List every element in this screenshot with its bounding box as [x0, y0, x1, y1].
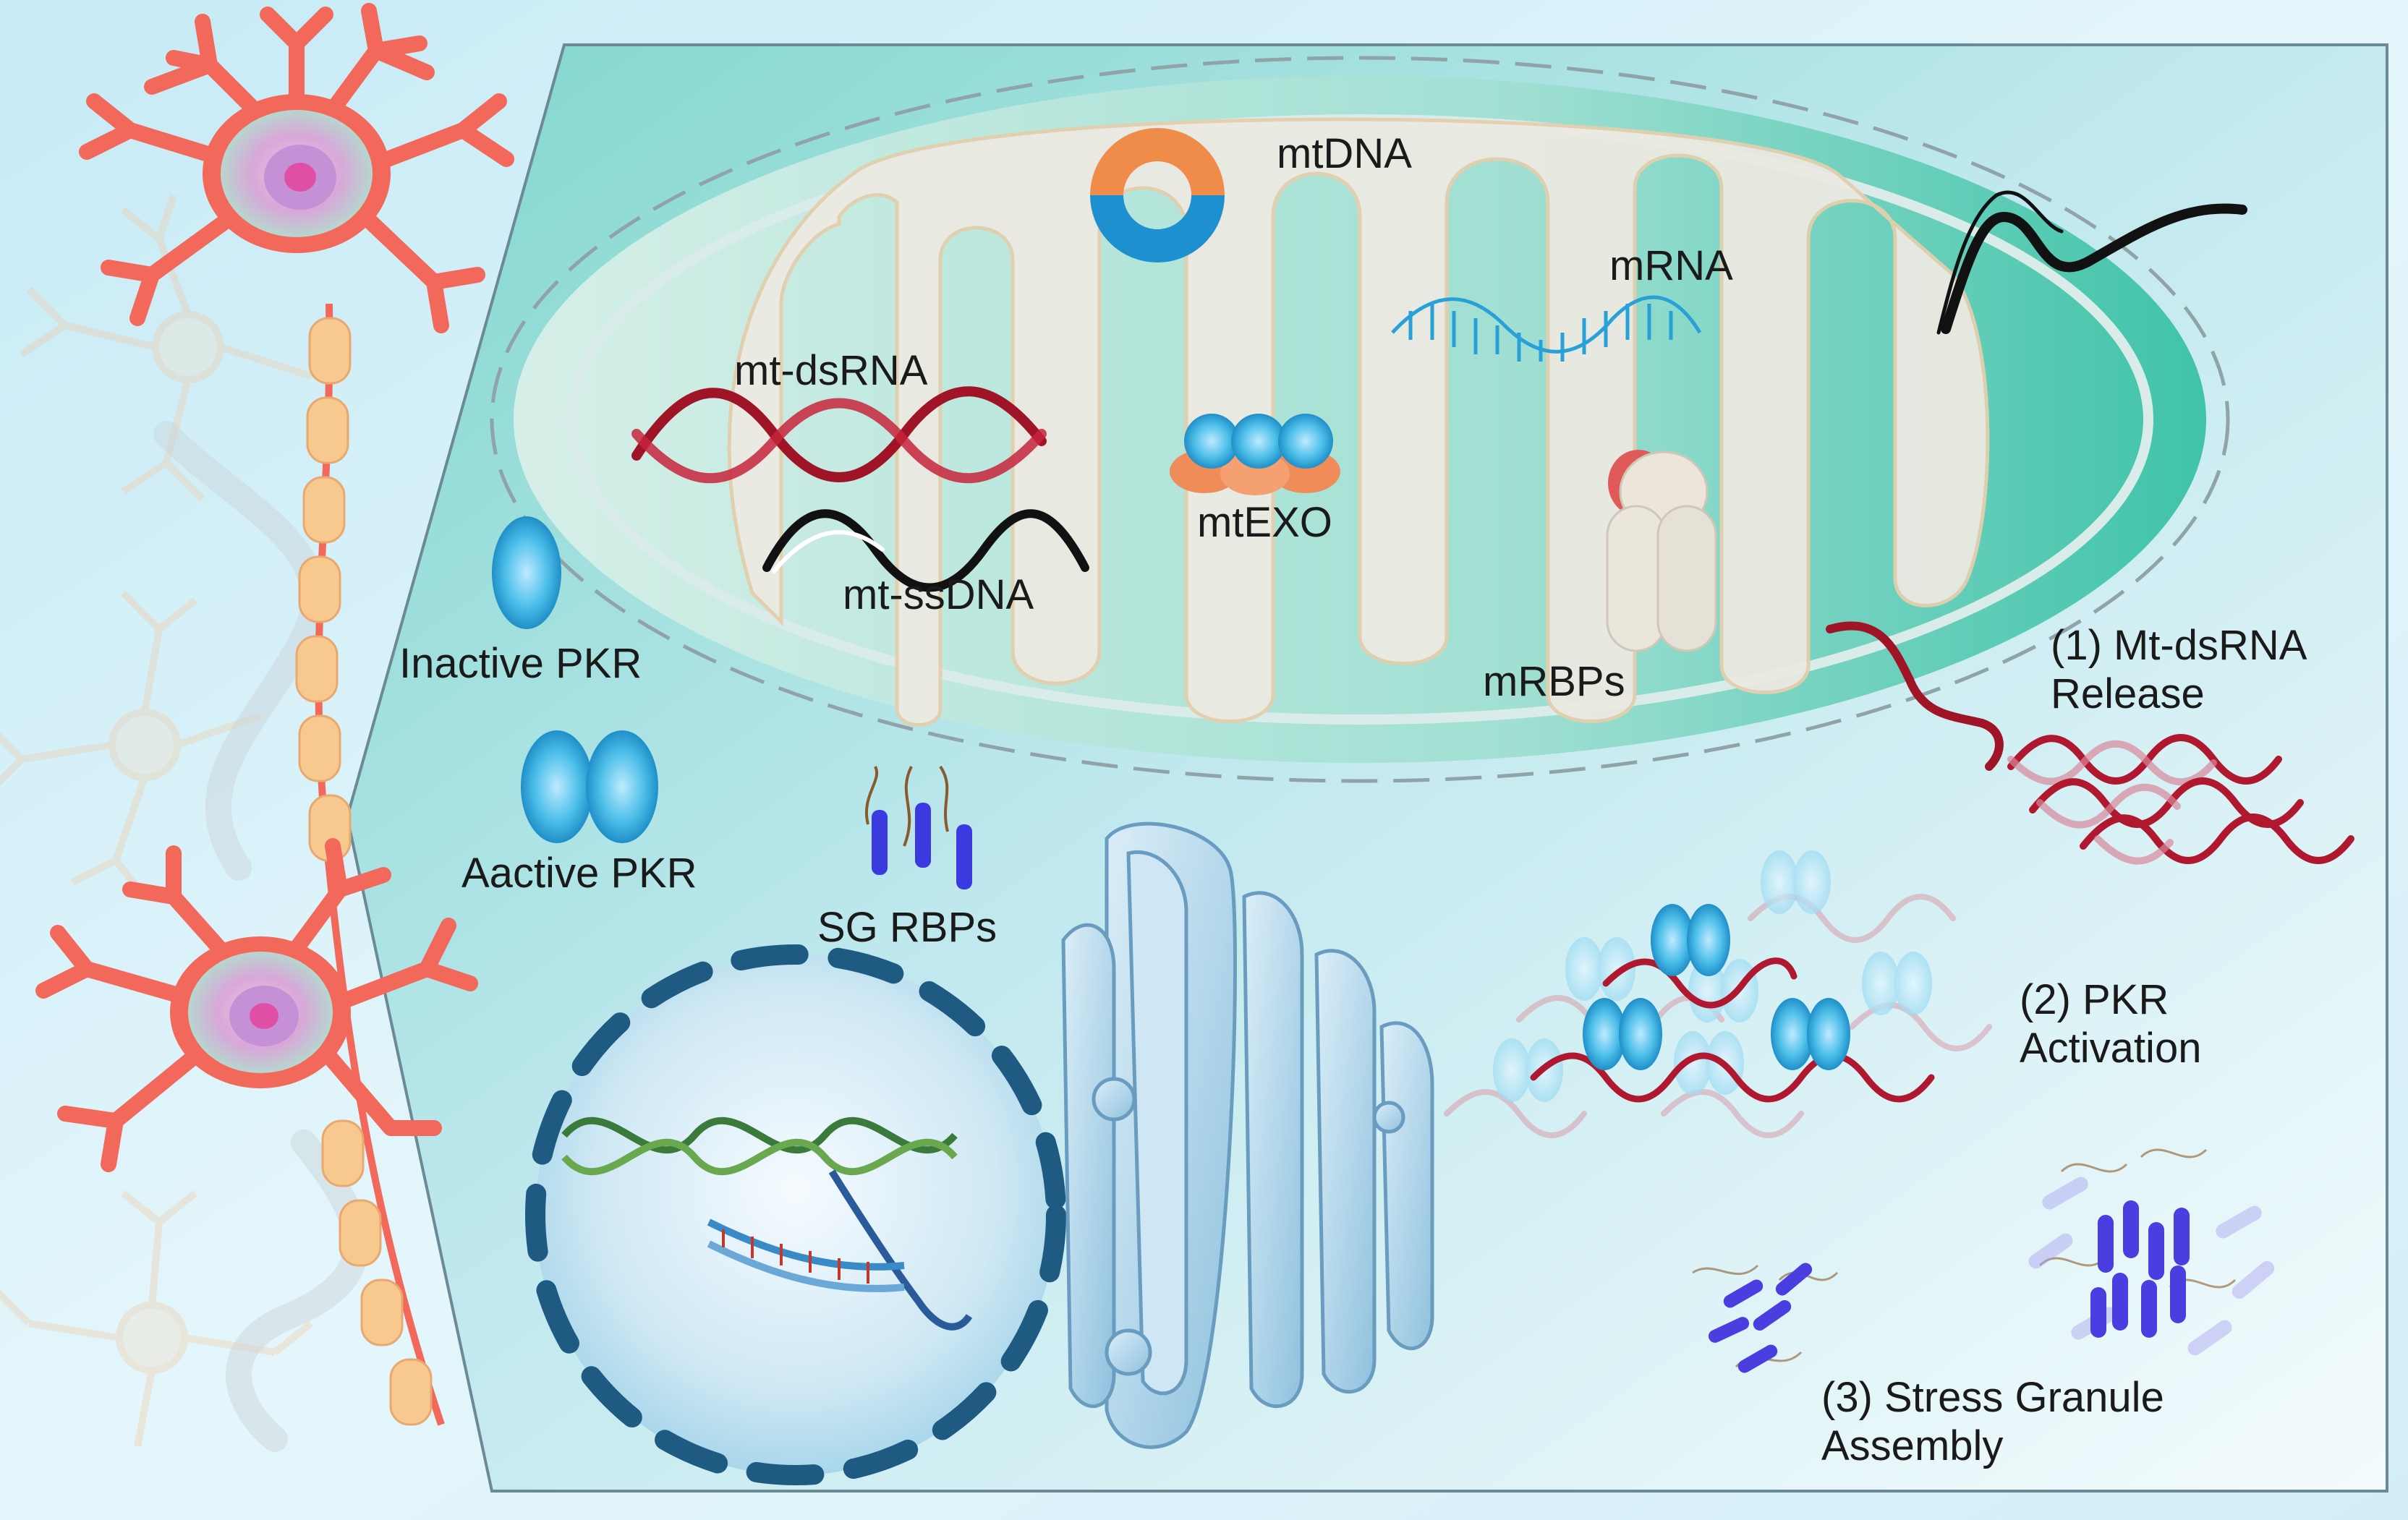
label-mt-dsrna: mt-dsRNA	[734, 347, 928, 394]
mrna-icon	[1391, 295, 1702, 362]
step-1-title: (1) Mt-dsRNA	[2051, 622, 2307, 669]
exiting-strand	[1936, 190, 2247, 335]
stress-granules	[1692, 1148, 2275, 1373]
label-mtexo: mtEXO	[1197, 499, 1332, 546]
step-2-label: (2) PKR Activation	[2020, 976, 2201, 1072]
step-2-subtitle: Activation	[2020, 1024, 2202, 1072]
mtdna-icon	[1090, 128, 1225, 262]
neuron-icon	[35, 838, 478, 1172]
released-dsrna	[1826, 621, 2004, 771]
step-1-label: (1) Mt-dsRNA Release	[2051, 622, 2307, 718]
mt-ssdna-icon	[762, 509, 1089, 592]
label-inactive-pkr: Inactive PKR	[399, 640, 642, 687]
myelin-sheath	[153, 421, 370, 1452]
label-mrbps: mRBPs	[1483, 658, 1625, 705]
neuron-icon	[79, 3, 514, 333]
rbp-icon	[865, 765, 972, 889]
active-pkr-icon	[521, 730, 658, 843]
step-1-subtitle: Release	[2051, 670, 2205, 717]
step-3-subtitle: Assembly	[1821, 1422, 2004, 1469]
label-mt-ssdna: mt-ssDNA	[843, 571, 1034, 618]
step-2-title: (2) PKR	[2020, 976, 2169, 1023]
label-sg-rbps: SG RBPs	[817, 904, 997, 951]
step-3-label: (3) Stress Granule Assembly	[1821, 1374, 2164, 1470]
dsrna-cluster	[2007, 734, 2354, 865]
label-mtdna: mtDNA	[1277, 130, 1412, 177]
faded-neurons	[0, 194, 350, 1447]
pkr-activation	[1444, 850, 1992, 1138]
golgi-icon	[1061, 821, 1434, 1449]
label-active-pkr: Aactive PKR	[461, 850, 697, 897]
label-mrna: mRNA	[1609, 242, 1733, 289]
mtexo-icon	[1170, 414, 1340, 495]
step-3-title: (3) Stress Granule	[1821, 1374, 2164, 1421]
axon	[295, 303, 445, 1426]
nucleus-icon	[525, 944, 1066, 1485]
mt-dsrna-icon	[631, 386, 1047, 484]
pkr-icon	[492, 516, 561, 629]
ribosome-icon	[1606, 450, 1717, 652]
